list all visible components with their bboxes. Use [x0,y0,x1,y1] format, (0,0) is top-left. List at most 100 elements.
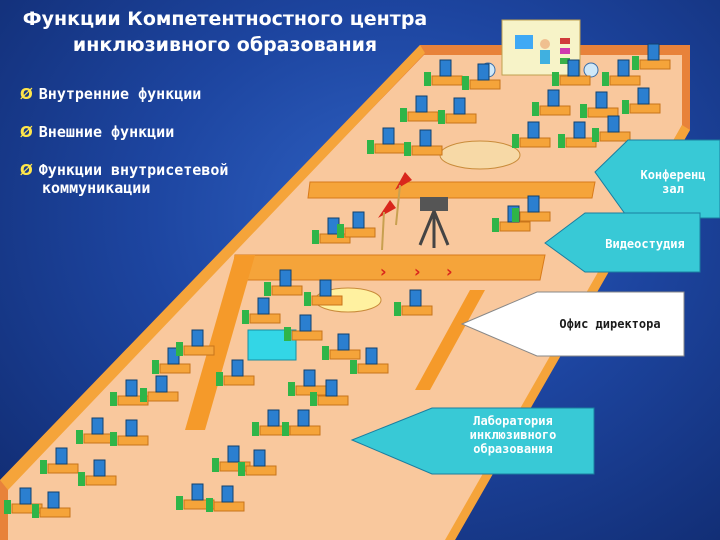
workstation [404,129,443,156]
svg-text:›: › [446,262,453,281]
monitor-icon [227,445,240,463]
chair-icon [304,292,311,306]
chair-icon [206,498,213,512]
monitor-icon [617,59,630,77]
desk [291,330,323,341]
chair-icon [284,327,291,341]
chair-icon [40,460,47,474]
workstation [592,115,631,142]
callout-arrow-director [460,291,685,357]
monitor-icon [191,329,204,347]
monitor-icon [267,409,280,427]
desk [599,131,631,142]
chair-icon [438,110,445,124]
partition-2 [231,254,546,281]
callout-group [350,139,720,475]
partition-4 [415,290,485,390]
desk [147,391,179,402]
chair-icon [492,218,499,232]
monitor-icon [93,459,106,477]
monitor-icon [365,347,378,365]
desk [85,475,117,486]
monitor-icon [155,375,168,393]
spotlight-icon [378,172,412,251]
workstation [312,217,351,244]
chair-icon [4,500,11,514]
bullet-marker: Ø [20,161,33,179]
monitor-icon [221,485,234,503]
desk [117,435,149,446]
workstation [140,375,179,402]
desk [289,425,321,436]
left-wall [0,45,425,490]
monitor-icon [352,211,365,229]
workstation [512,121,551,148]
chair-icon [622,100,629,114]
desk [47,463,79,474]
chair-icon [242,310,249,324]
chair-icon [462,76,469,90]
callout-arrow-video [544,212,701,273]
monitor-icon [573,121,586,139]
desk [401,305,433,316]
bullet-item-continuation: коммуникации [42,179,151,197]
desk [519,211,551,222]
page-title: Функции Компетентностного центра инклюзи… [0,6,450,58]
monitor-icon [415,95,428,113]
workstation [532,89,571,116]
bullet-marker: Ø [20,123,33,141]
callout-video: Видеостудия [605,237,685,251]
partition-1 [307,181,596,199]
desk [39,507,71,518]
chair-icon [110,432,117,446]
desk [469,79,501,90]
workstation [304,279,343,306]
monitor-icon [567,59,580,77]
monitor-icon [453,97,466,115]
chair-icon [592,128,599,142]
bullet-marker: Ø [20,85,33,103]
workstation [558,121,597,148]
workstation [632,43,671,70]
callout-lab: Лаборатория инклюзивного образования [469,414,557,456]
callout-conference: Конференц зал [640,168,706,196]
chair-icon [212,458,219,472]
workstation [284,314,323,341]
monitor-icon [419,129,432,147]
workstation [580,91,619,118]
desk [159,363,191,374]
chair-icon [632,56,639,70]
desk [213,501,245,512]
title-line-2: инклюзивного образования [72,34,378,56]
monitor-icon [527,195,540,213]
callout-director: Офис директора [559,317,661,331]
desk [519,137,551,148]
desk [183,345,215,356]
monitor-icon [319,279,332,297]
chair-icon [76,430,83,444]
desk [357,363,389,374]
chair-icon [424,72,431,86]
chair-icon [367,140,374,154]
chair-icon [404,142,411,156]
desk [374,143,406,154]
workstation [512,195,551,222]
monitor-icon [595,91,608,109]
desk [565,137,597,148]
monitor-icon [47,491,60,509]
desk [445,113,477,124]
workstation [40,447,79,474]
chair-icon [110,392,117,406]
chair-icon [288,382,295,396]
monitor-icon [257,297,270,315]
workstation [264,269,303,296]
workstation [350,347,389,374]
svg-text:›: › [380,262,387,281]
desk [271,285,303,296]
desk [223,375,255,386]
monitor-icon [125,379,138,397]
monitor-icon [527,121,540,139]
chair-icon [216,372,223,386]
